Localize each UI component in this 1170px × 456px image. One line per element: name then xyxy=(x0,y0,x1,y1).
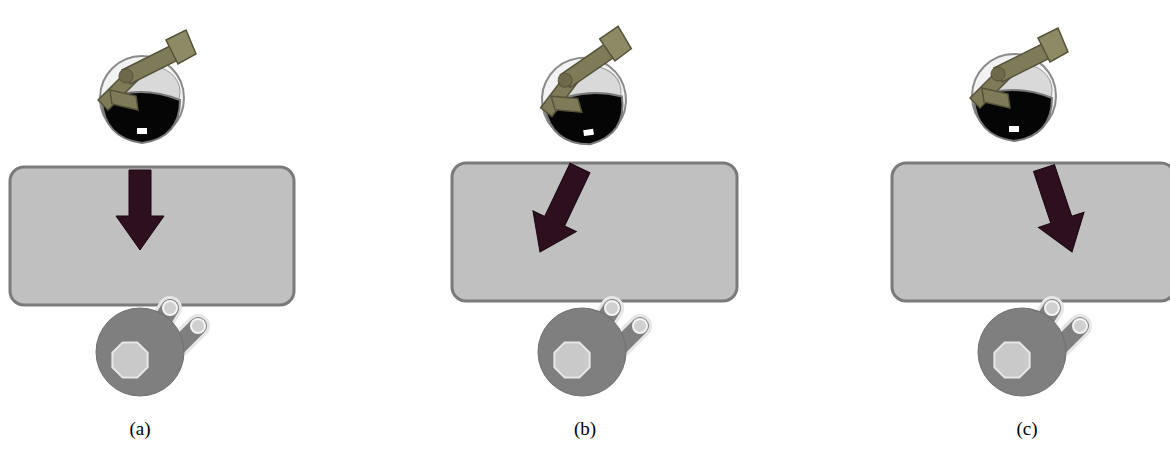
robot-figure xyxy=(970,28,1068,141)
human-figure xyxy=(978,301,1087,396)
scene-panel xyxy=(892,28,1170,396)
motion-arrow xyxy=(116,170,164,250)
panel-label: (a) xyxy=(129,418,150,440)
scene-panel xyxy=(452,25,737,396)
table-surface xyxy=(10,167,294,305)
panel-label: (c) xyxy=(1016,418,1037,440)
human-figure xyxy=(96,301,205,396)
table-surface xyxy=(892,163,1170,301)
robot-figure xyxy=(98,30,196,143)
motion-arrow xyxy=(1021,160,1095,259)
human-figure xyxy=(538,301,647,396)
panel-label: (b) xyxy=(574,418,596,440)
robot-figure xyxy=(531,25,644,151)
table-surface xyxy=(452,163,737,301)
motion-arrow xyxy=(518,158,601,263)
scene-panel xyxy=(10,30,294,396)
